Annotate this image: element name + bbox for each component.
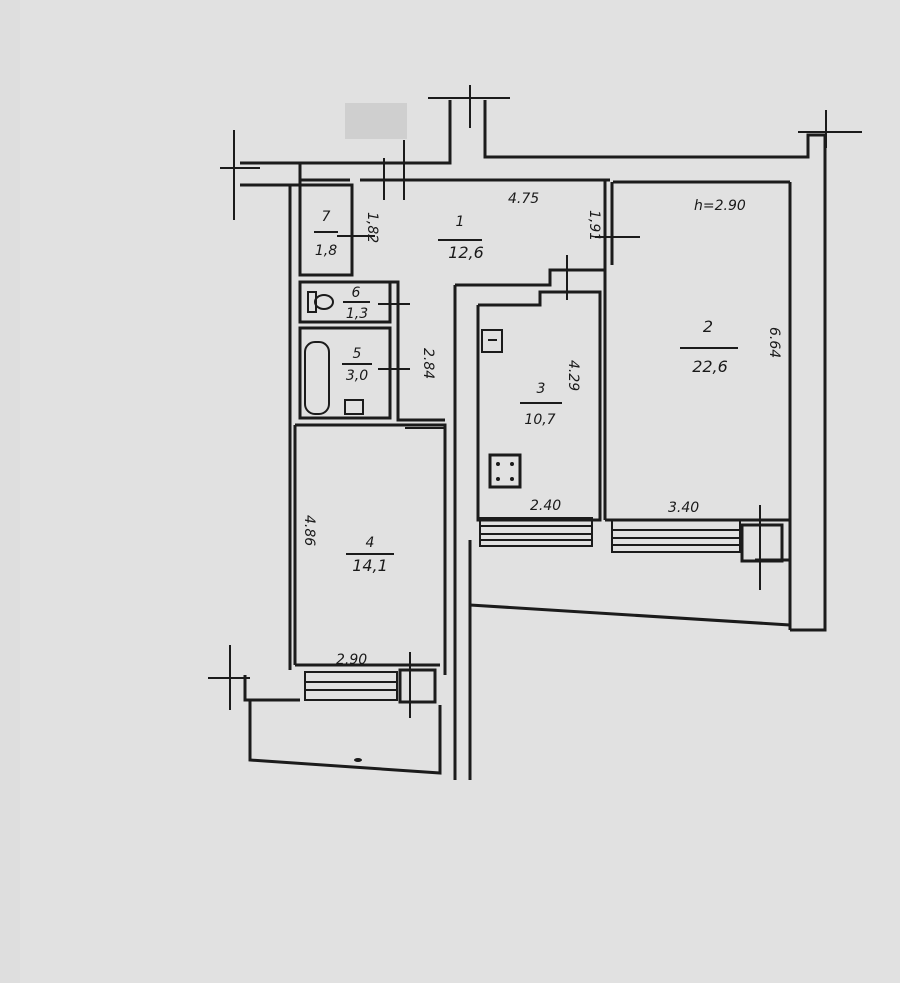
room-1-label: 1 12,6 [438,214,484,262]
svg-text:1: 1 [456,214,465,230]
svg-text:5: 5 [353,346,362,362]
svg-text:2: 2 [703,317,713,336]
svg-text:1,8: 1,8 [315,243,337,259]
room-6-label: 6 1,3 [343,285,370,322]
dim-room1-width: 4.75 [508,191,539,207]
sink-icon [481,329,503,353]
dimension-ticks [337,235,640,429]
dim-ceiling-height: h=2.90 [694,198,746,214]
svg-text:6: 6 [352,285,361,301]
svg-text:1,3: 1,3 [346,306,368,322]
svg-text:3,0: 3,0 [346,368,368,384]
toilet-icon [307,291,334,313]
svg-text:22,6: 22,6 [692,357,728,376]
room-7-label: 7 1,8 [314,209,338,259]
kitchen-walls [453,268,604,780]
dim-room2-width: 3.40 [668,500,699,516]
svg-text:12,6: 12,6 [448,243,484,262]
dim-room4-width: 2.90 [336,652,367,668]
bathtub-icon [304,341,364,415]
dim-room4-length: 4.86 [301,515,317,546]
stove-icon [488,453,522,489]
room-2-label: 2 22,6 [680,317,738,376]
left-rooms-walls [288,183,447,675]
svg-text:14,1: 14,1 [352,556,388,575]
dim-room7-side: 1,82 [364,212,380,243]
dim-room1-side: 1,91 [586,210,602,241]
room-5-label: 5 3,0 [342,346,372,384]
svg-text:10,7: 10,7 [524,412,555,428]
room-4-label: 4 14,1 [346,535,394,575]
svg-text:4: 4 [366,535,375,551]
balcony-walls [208,645,442,775]
svg-text:3: 3 [537,381,546,397]
dim-bath-side: 2.84 [420,348,436,379]
paper-light-patch [20,0,900,983]
dim-room2-length: 6.64 [766,327,782,358]
room-3-label: 3 10,7 [520,381,562,428]
dim-room3-length: 4.29 [565,360,581,391]
exterior-walls [220,85,862,632]
dim-room3-width: 2.40 [530,498,561,514]
svg-text:7: 7 [322,209,331,225]
room-2-walls [469,180,792,627]
redaction-smudge [345,103,407,139]
